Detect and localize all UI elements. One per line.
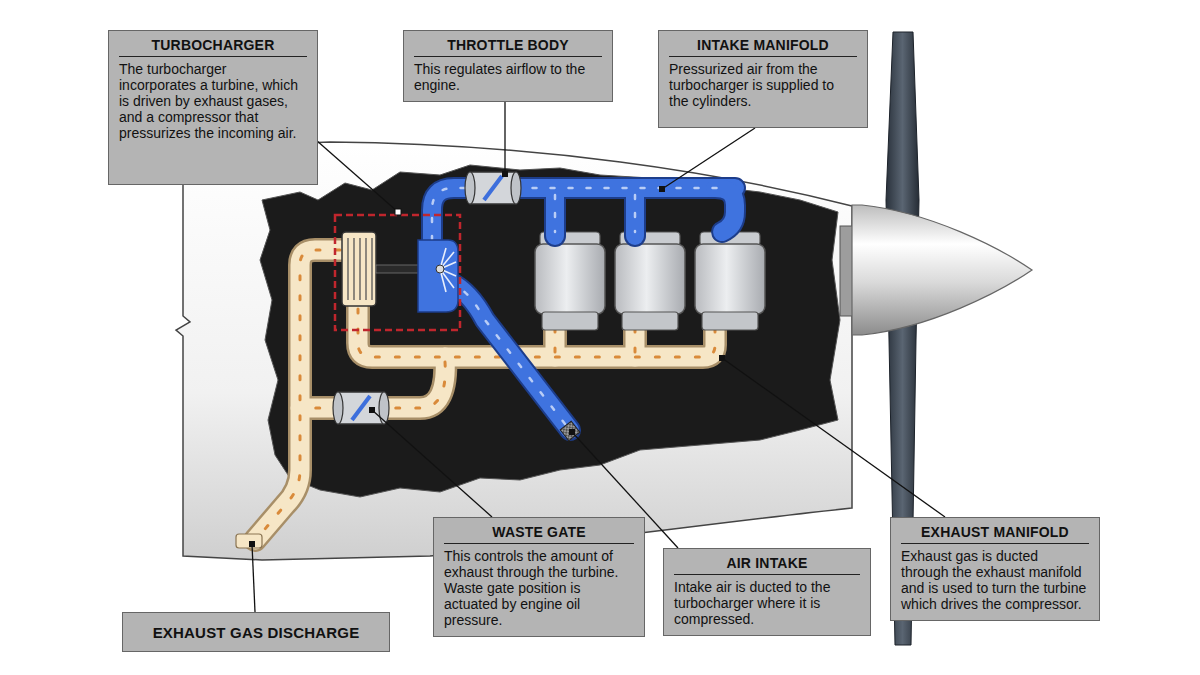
callout-heading: INTAKE MANIFOLD [669,37,857,57]
callout-heading: WASTE GATE [444,524,634,544]
callout-heading: EXHAUST MANIFOLD [901,524,1089,544]
exhaust-stub [236,534,262,548]
callout-text: This regulates airflow to the engine. [414,61,602,93]
callout-box: AIR INTAKE Intake air is ducted to the tu… [663,548,871,636]
throttle-valve [465,172,521,204]
turbocharger-outline [335,215,460,330]
callout-text: The turbocharger incorporates a turbine,… [119,61,307,141]
callout-box: EXHAUST MANIFOLD Exhaust gas is ducted th… [890,517,1100,621]
callout-box: TURBOCHARGER The turbocharger incorporate… [108,30,318,185]
callout-box: INTAKE MANIFOLD Pressurized air from the … [658,30,868,128]
engine-cylinders [535,232,765,330]
engine-cowling [176,142,852,560]
cutaway-interior [260,165,840,497]
waste-gate-valve [333,392,389,424]
turbocharger-unit [342,232,458,312]
callout-heading: TURBOCHARGER [119,37,307,57]
callout-box: WASTE GATE This controls the amount of ex… [433,517,645,637]
label-box: EXHAUST GAS DISCHARGE [122,612,390,652]
propeller-spinner [852,205,1032,335]
callout-heading: AIR INTAKE [674,555,860,575]
callout-box: THROTTLE BODY This regulates airflow to t… [403,30,613,102]
callout-heading: THROTTLE BODY [414,37,602,57]
callout-heading: EXHAUST GAS DISCHARGE [153,624,360,641]
callout-text: Exhaust gas is ducted through the exhaus… [901,548,1089,612]
callout-text: Pressurized air from the turbocharger is… [669,61,857,109]
leader-dots [249,171,725,547]
callout-text: Intake air is ducted to the turbocharger… [674,579,860,627]
intake-pipes [432,188,735,430]
callout-text: This controls the amount of exhaust thro… [444,548,634,628]
